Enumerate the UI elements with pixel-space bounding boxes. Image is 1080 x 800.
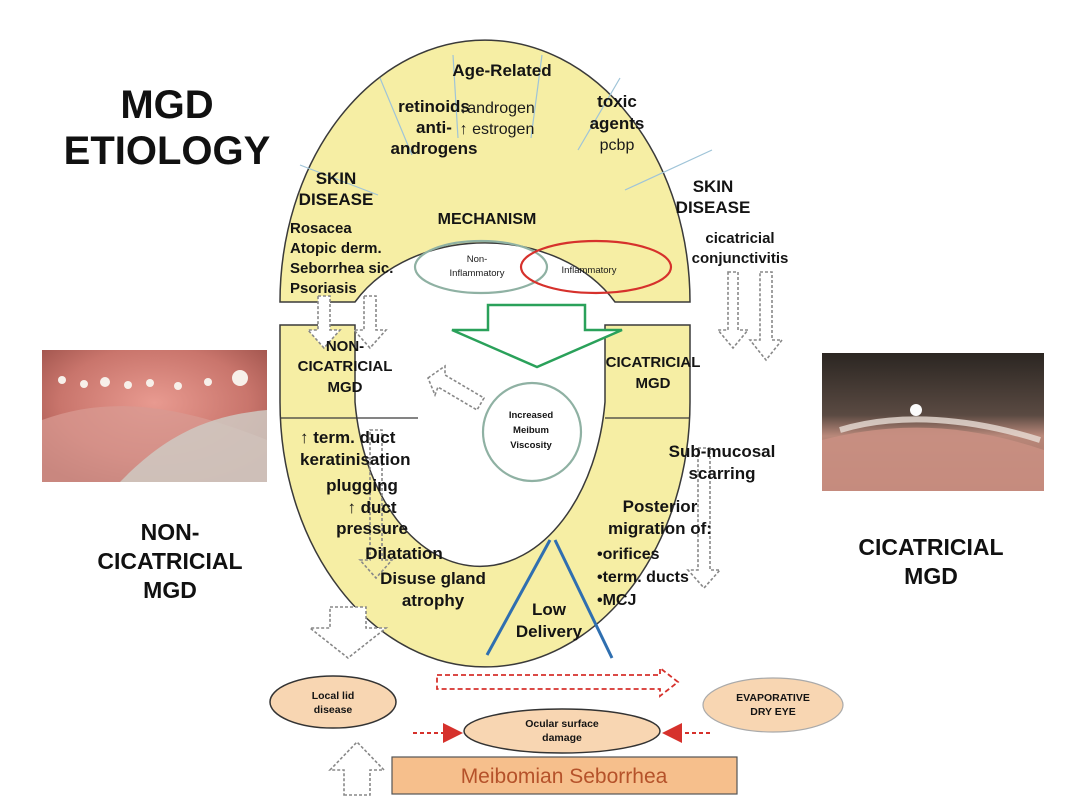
left-side-label: NON- CICATRICIAL MGD [80,518,260,605]
low-delivery-label: Low [532,600,567,619]
toxic-line: toxic [597,92,637,111]
left-step: ↑ term. duct [300,428,396,447]
dashed-arrow-icon [748,271,784,362]
cicatricial-photo [822,353,1044,491]
non-inflammatory-oval [413,239,549,295]
right-panel-heading: CICATRICIAL [606,354,701,371]
hollow-arrow-icon [307,606,389,660]
right-step: scarring [688,464,755,483]
skin-disease-left-heading: SKIN [316,169,357,188]
divider [485,539,552,656]
right-step: •orifices [597,546,660,563]
dashed-arrow-icon [436,666,680,698]
ocular-surface-label: damage [542,732,582,744]
low-delivery-label: Delivery [516,622,583,641]
right-step: Posterior [623,497,698,516]
skin-disease-left-item: Rosacea [290,220,352,237]
right-side-label: CICATRICIAL MGD [836,533,1026,591]
divider [452,54,459,139]
left-step: Disuse gland [380,569,486,588]
dashed-arrow-icon [427,364,486,412]
evaporative-label: DRY EYE [750,706,796,718]
divider [530,54,543,139]
evaporative-oval [702,677,844,733]
age-related-line: ↑ estrogen [460,121,535,138]
divider [299,164,379,196]
left-panel-heading: MGD [328,379,363,396]
non-inflammatory-label: Inflammatory [450,268,505,279]
retinoids-line: androgens [391,139,478,158]
left-step: plugging [326,476,398,495]
viscosity-label: Increased [509,410,554,421]
hollow-arrow-icon [328,740,386,796]
left-step: pressure [336,519,408,538]
skin-disease-left-item: Atopic derm. [290,240,382,257]
age-related-line: ↓androgen [459,100,535,117]
hollow-arrow-icon [451,303,623,369]
top-arch [279,39,691,303]
local-lid-label: Local lid [312,690,355,702]
right-step: •MCJ [597,592,636,609]
skin-disease-right-heading: SKIN [693,177,734,196]
inflammatory-oval [519,239,673,295]
skin-disease-right-item: conjunctivitis [692,250,789,267]
skin-disease-left-item: Seborrhea sic. [290,260,393,277]
left-panel-heading: NON- [326,338,364,355]
dashed-arrow-icon [716,271,750,350]
skin-disease-left-item: Psoriasis [290,280,357,297]
right-step: Sub-mucosal [669,442,776,461]
left-side-label-line: MGD [143,577,197,603]
left-step: ↑ duct [347,498,396,517]
skin-disease-right-item: cicatricial [705,230,774,247]
viscosity-label: Meibum [513,425,549,436]
skin-disease-right-heading: DISEASE [676,198,751,217]
meibomian-label: Meibomian Seborrhea [461,765,668,788]
right-side-label-line: MGD [904,563,958,589]
right-panel-heading: MGD [636,375,671,392]
evaporative-label: EVAPORATIVE [736,692,810,704]
skin-disease-left-heading: DISEASE [299,190,374,209]
ocular-surface-label: Ocular surface [525,718,599,730]
title-line: MGD [120,83,214,127]
right-side-label-line: CICATRICIAL [858,534,1004,560]
age-related-heading: Age-Related [452,61,551,80]
left-panel-heading: CICATRICIAL [298,358,393,375]
retinoids-line: anti- [416,118,452,137]
divider [577,77,621,151]
title-line: ETIOLOGY [63,129,271,173]
retinoids-line: retinoids [398,97,470,116]
local-lid-oval [269,675,397,729]
meibomian-banner [391,756,738,795]
divider [379,77,413,156]
page-title: MGD ETIOLOGY [52,82,282,174]
left-side-label-line: NON- [140,519,200,545]
inflammatory-label: Inflammatory [562,265,617,276]
viscosity-circle [481,381,583,483]
outer-ring [279,39,713,668]
ocular-surface-oval [463,708,661,754]
divider [553,539,614,659]
non-cicatricial-photo [42,350,267,482]
left-step: atrophy [402,591,465,610]
dashed-arrow-icon [686,447,722,590]
right-step: •term. ducts [597,569,689,586]
right-step: migration of: [608,519,712,538]
dashed-arrow-icon [306,295,342,350]
viscosity-label: Viscosity [510,440,552,451]
non-inflammatory-label: Non- [467,254,488,265]
left-step: keratinisation [300,450,411,469]
divider [624,149,713,191]
mechanism-heading: MECHANISM [438,211,537,228]
left-side-label-line: CICATRICIAL [97,548,243,574]
toxic-line: agents [590,114,645,133]
dashed-arrow-icon [352,295,388,350]
local-lid-label: disease [314,704,353,716]
left-step: Dilatation [365,544,442,563]
toxic-line: pcbp [600,137,635,154]
